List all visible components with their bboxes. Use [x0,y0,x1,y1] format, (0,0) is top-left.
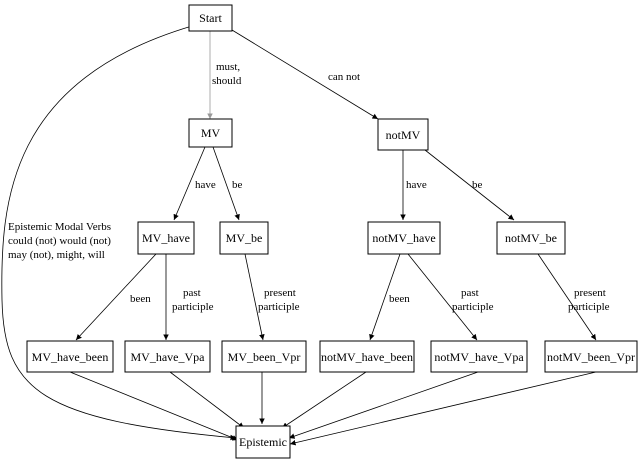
edge-mvhavebeen-epistemic [69,371,239,441]
node-mv: MV [188,118,233,148]
nodes: Start MV notMV MV_have MV_be notMV_have … [26,4,638,459]
node-epistemic-label: Epistemic [239,435,287,449]
edge-label-mv-present-participle: participle [258,301,300,313]
edge-start-notmv: can not [231,29,379,120]
node-mv-have-been: MV_have_been [26,340,114,373]
node-notmv-been-vpr: notMV_been_Vpr [544,340,638,373]
edge-label-notmv-present-participle: participle [568,301,610,313]
node-mv-have-vpa: MV_have_Vpa [124,340,211,373]
edge-label-notmv-past: past [461,287,479,299]
edge-label-notmv-present: present [574,287,606,299]
edge-mv-mvhave: have [173,146,216,221]
node-notmv-been-vpr-label: notMV_been_Vpr [547,350,635,364]
node-mv-be-label: MV_be [226,231,263,245]
node-notmv-label: notMV [386,128,421,142]
node-notmv-have-been-label: notMV_have_been [321,350,413,364]
node-mv-label: MV [201,126,221,140]
edge-notmv-notmvbe: be [424,149,515,221]
node-mv-been-vpr-label: MV_been_Vpr [228,350,301,364]
node-notmv-have-been: notMV_have_been [319,340,415,373]
edge-notmv-notmvhave: have [400,150,427,220]
node-mv-have: MV_have [137,221,195,255]
side-label-line2: could (not) would (not) [8,235,111,247]
edge-label-mv-past: past [183,287,201,299]
edge-label-notmv-past-participle: participle [452,301,494,313]
node-notmv-have-label: notMV_have [372,231,435,245]
edge-label-must: must, [216,61,240,73]
edge-start-mv: must, should [207,31,242,119]
edge-start-epistemic [1,25,237,441]
side-label-line1: Epistemic Modal Verbs [8,221,111,233]
side-label: Epistemic Modal Verbs could (not) would … [8,221,111,261]
side-label-line3: may (not), might, will [8,249,105,261]
node-mv-have-been-label: MV_have_been [32,350,109,364]
edge-label-mv-past-participle: participle [172,301,214,313]
node-notmv-have: notMV_have [367,221,441,255]
node-mv-have-label: MV_have [142,231,190,245]
edge-label-mv-have: have [195,179,216,191]
node-notmv-be: notMV_be [496,221,566,255]
edge-notmvbe-notmvbeenvpr: present participle [537,253,610,341]
node-mv-have-vpa-label: MV_have_Vpa [131,350,206,364]
node-start: Start [188,4,233,32]
edge-label-mv-present: present [264,287,296,299]
edges: must, should can not have be have be [1,25,610,446]
edge-label-notmv-have: have [406,179,427,191]
edge-label-can-not: can not [328,71,360,83]
edge-label-mv-been: been [130,293,151,305]
edge-mvhave-mvhavevpa: past participle [163,254,214,340]
edge-label-mv-be: be [232,179,243,191]
node-notmv: notMV [377,118,429,151]
node-notmv-be-label: notMV_be [505,231,557,245]
node-start-label: Start [199,11,222,25]
edge-mv-mvbe: be [212,146,243,221]
edge-mvhavevpa-epistemic [169,371,245,429]
edge-mvhave-mvhavebeen: been [75,253,157,341]
node-epistemic: Epistemic [235,425,291,459]
edge-notmvhave-notmvhavebeen: been [369,253,410,341]
edge-notmvhavebeen-epistemic [281,371,367,429]
edge-notmvhave-notmvhavevpa: past participle [407,253,494,341]
node-notmv-have-vpa: notMV_have_Vpa [430,340,528,373]
edge-notmvhavevpa-epistemic [288,371,479,439]
edge-mvbe-mvbeenvpr: present participle [244,253,300,341]
edge-label-notmv-been: been [389,293,410,305]
node-mv-be: MV_be [219,221,269,255]
node-notmv-have-vpa-label: notMV_have_Vpa [434,350,524,364]
edge-notmvbeenvpr-epistemic [289,371,597,446]
edge-label-notmv-be: be [472,179,483,191]
node-mv-been-vpr: MV_been_Vpr [221,340,307,373]
edge-label-should: should [212,75,242,87]
